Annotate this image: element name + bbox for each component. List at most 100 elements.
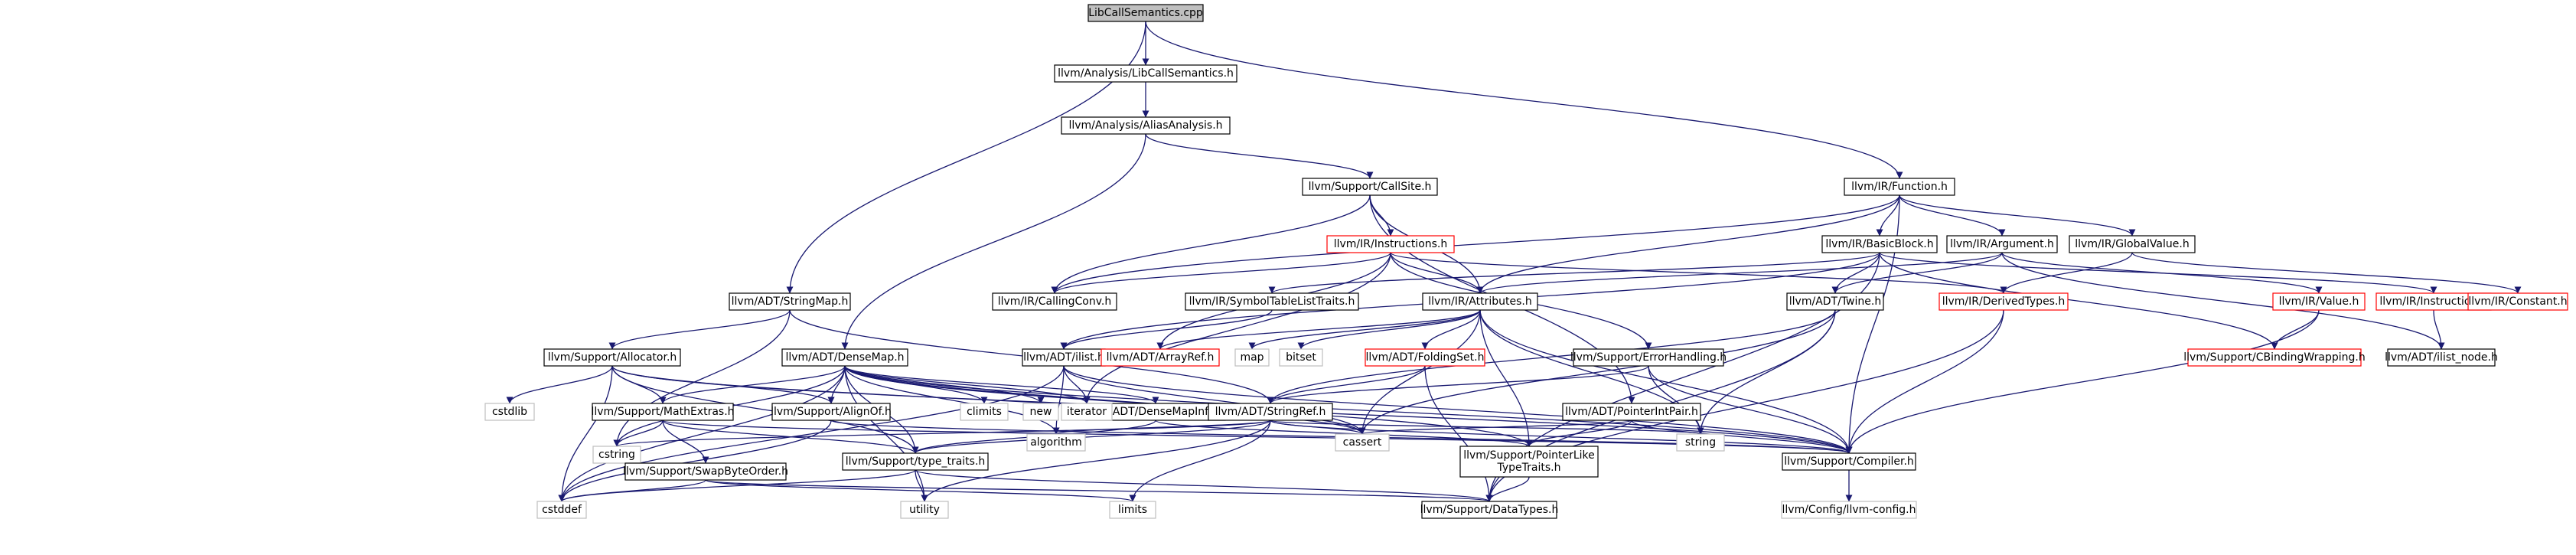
node-box [781, 348, 908, 367]
edge-ilist-to-algorithm [1052, 365, 1065, 435]
node-basicblock[interactable]: llvm/IR/BasicBlock.h [1821, 235, 1938, 253]
edge-densemap-to-cstddef [558, 365, 846, 502]
edge-line [1390, 252, 1484, 294]
edge-line [608, 309, 791, 350]
node-compiler[interactable]: llvm/Support/Compiler.h [1782, 452, 1916, 471]
node-aa_h[interactable]: llvm/Analysis/AliasAnalysis.h [1061, 116, 1231, 135]
edge-line [2001, 252, 2445, 350]
node-box [2069, 235, 2196, 253]
edge-function-to-callingconv [1051, 194, 1900, 294]
edge-line [911, 420, 1271, 454]
edge-argument-to-value [2001, 252, 2323, 294]
edge-argument-to-ilistnode [2001, 252, 2445, 350]
node-mathextras[interactable]: llvm/Support/MathExtras.h [591, 403, 735, 421]
edge-densemap-to-densemapinfo [844, 365, 1159, 404]
edge-line [1648, 365, 1853, 454]
node-box [960, 403, 1009, 421]
node-allocator[interactable]: llvm/Support/Allocator.h [543, 348, 681, 367]
node-label: cstdlib [492, 406, 527, 418]
edge-line [1879, 252, 2278, 350]
node-box [1234, 348, 1270, 367]
edge-line [1358, 309, 1836, 435]
node-label: llvm/Support/SwapByteOrder.h [623, 465, 788, 478]
node-box [1054, 64, 1237, 83]
edge-swapbyteorder-to-cstddef [558, 479, 706, 502]
edge-line [1358, 309, 1481, 435]
node-instructions[interactable]: llvm/IR/Instructions.h [1326, 235, 1455, 253]
node-stringmap[interactable]: llvm/ADT/StringMap.h [729, 292, 851, 311]
node-swapbyteorder[interactable]: llvm/Support/SwapByteOrder.h [623, 462, 788, 481]
edge-line [1845, 309, 2320, 454]
node-label: llvm/ADT/Twine.h [1789, 295, 1881, 308]
node-climits: climits [960, 403, 1009, 421]
node-stringref[interactable]: llvm/ADT/StringRef.h [1208, 403, 1333, 421]
node-map: map [1234, 348, 1270, 367]
node-label: llvm/Support/AlignOf.h [771, 406, 892, 418]
node-errorhandling[interactable]: llvm/Support/ErrorHandling.h [1570, 348, 1727, 367]
node-utility: utility [900, 501, 949, 519]
edge-value-to-compiler [1845, 309, 2320, 454]
edge-swapbyteorder-to-limits [705, 479, 1136, 502]
node-typetraits[interactable]: llvm/Support/type_traits.h [842, 452, 989, 471]
node-callsite[interactable]: llvm/Support/CallSite.h [1302, 178, 1438, 196]
node-function[interactable]: llvm/IR/Function.h [1844, 178, 1955, 196]
dependency-edges [506, 21, 2522, 502]
edge-globalvalue-to-constant [2131, 252, 2522, 294]
node-root[interactable]: LibCallSemantics.cpp [1087, 4, 1204, 22]
edge-twine-to-stringref [1267, 309, 1836, 404]
node-label: llvm/IR/Function.h [1851, 181, 1948, 193]
node-ilistnode[interactable]: llvm/ADT/ilist_node.h [2385, 348, 2498, 367]
node-constant[interactable]: llvm/IR/Constant.h [2467, 292, 2568, 311]
node-box [2467, 292, 2568, 311]
node-box [592, 446, 641, 464]
node-instruction[interactable]: llvm/IR/Instruction.h [2375, 292, 2492, 311]
node-densemapinfo[interactable]: llvm/ADT/DenseMapInfo.h [1085, 403, 1226, 421]
edge-line [613, 420, 1271, 447]
node-globalvalue[interactable]: llvm/IR/GlobalValue.h [2069, 235, 2196, 253]
edge-line [1060, 309, 1273, 350]
edge-ptrintpair-to-compiler [1631, 420, 1853, 454]
edge-stringmap-to-allocator [608, 309, 791, 350]
node-label: LibCallSemantics.cpp [1088, 7, 1203, 19]
node-label: llvm/IR/BasicBlock.h [1825, 238, 1933, 250]
node-twine[interactable]: llvm/ADT/Twine.h [1786, 292, 1884, 311]
node-argument[interactable]: llvm/IR/Argument.h [1946, 235, 2058, 253]
node-alignof[interactable]: llvm/Support/AlignOf.h [771, 403, 892, 421]
edge-line [1051, 194, 1900, 294]
edge-argument-to-twine [1831, 252, 2003, 294]
edge-line [1145, 21, 1903, 179]
edge-stringmap-to-cstring [613, 309, 791, 447]
node-label: llvm/Support/MathExtras.h [591, 406, 734, 418]
node-ptrintpair[interactable]: llvm/ADT/PointerIntPair.h [1562, 403, 1701, 421]
node-callingconv[interactable]: llvm/IR/CallingConv.h [992, 292, 1117, 311]
edge-densemap-to-iterator [844, 365, 1091, 404]
node-datatypes[interactable]: llvm/Support/DataTypes.h [1420, 501, 1559, 519]
edge-callsite-to-instructions [1369, 194, 1394, 237]
node-derivedtypes[interactable]: llvm/IR/DerivedTypes.h [1939, 292, 2069, 311]
node-foldingset[interactable]: llvm/ADT/FoldingSet.h [1365, 348, 1485, 367]
node-cbinding[interactable]: llvm/Support/CBindingWrapping.h [2183, 348, 2366, 367]
edge-argument-to-attributes [1476, 252, 2003, 294]
node-box [1821, 235, 1938, 253]
node-ilist[interactable]: llvm/ADT/ilist.h [1022, 348, 1106, 367]
edge-stringref-to-typetraits [911, 420, 1271, 454]
node-attributes[interactable]: llvm/IR/Attributes.h [1422, 292, 1538, 311]
edge-line [558, 365, 1065, 502]
edge-line [611, 365, 919, 454]
node-lcs_h[interactable]: llvm/Analysis/LibCallSemantics.h [1054, 64, 1237, 83]
edge-ptrintpair-to-ptrliketraits [1525, 420, 1632, 447]
node-symtabtraits[interactable]: llvm/IR/SymbolTableListTraits.h [1185, 292, 1359, 311]
edge-line [1248, 309, 1481, 350]
node-box [1061, 116, 1231, 135]
node-value[interactable]: llvm/IR/Value.h [2272, 292, 2366, 311]
node-arrayref[interactable]: llvm/ADT/ArrayRef.h [1101, 348, 1220, 367]
edge-function-to-attributes [1476, 194, 1900, 294]
edge-derivedtypes-to-compiler [1845, 309, 2004, 454]
node-box [1208, 403, 1333, 421]
node-densemap[interactable]: llvm/ADT/DenseMap.h [781, 348, 908, 367]
edge-instructions-to-iterator [1083, 252, 1391, 404]
edge-line [2433, 309, 2445, 350]
edge-line [1476, 252, 2003, 294]
